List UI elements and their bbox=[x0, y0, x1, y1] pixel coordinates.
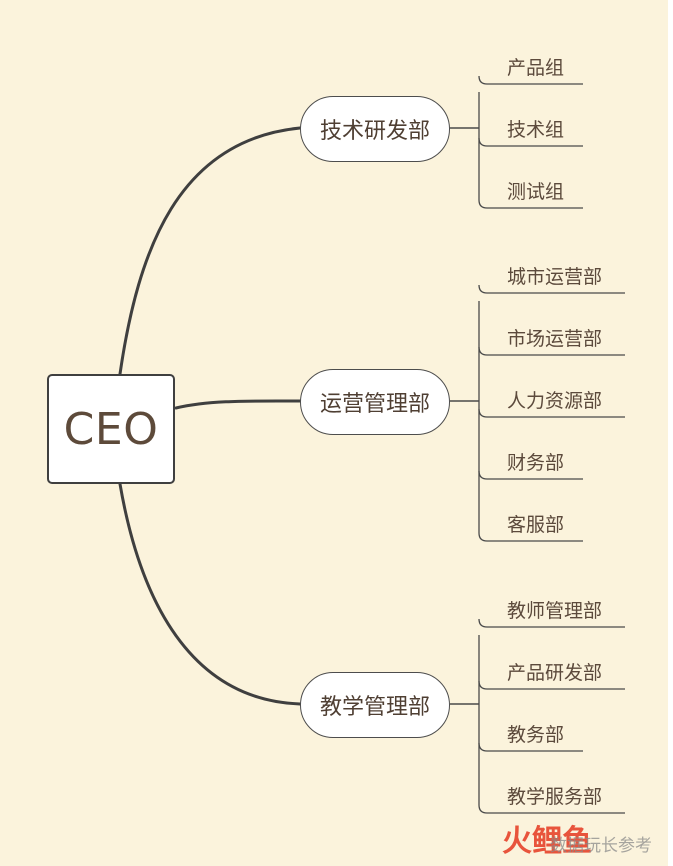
team-label[interactable]: 人力资源部 bbox=[507, 390, 603, 412]
leaf-underline bbox=[478, 804, 625, 814]
leaf-underline bbox=[478, 284, 625, 294]
dept-node-teaching[interactable]: 教学管理部 bbox=[300, 672, 450, 738]
connector-ceo-teaching bbox=[118, 482, 302, 706]
watermark-text: 数据玩长参考 bbox=[550, 836, 652, 856]
team-label[interactable]: 财务部 bbox=[507, 452, 565, 474]
connector-ceo-tech bbox=[118, 126, 302, 376]
leaf-underline bbox=[478, 199, 583, 209]
leaf-underline bbox=[478, 408, 625, 418]
leaf-underline bbox=[478, 75, 583, 85]
team-label[interactable]: 教师管理部 bbox=[507, 600, 603, 622]
leaf-underline bbox=[478, 137, 583, 147]
leaf-underline bbox=[478, 618, 625, 628]
leaf-underline bbox=[478, 532, 583, 542]
watermark-logo: 火鲤鱼 bbox=[502, 824, 592, 859]
dept-label: 教学管理部 bbox=[319, 695, 430, 720]
ceo-node[interactable]: CEO bbox=[47, 374, 175, 484]
team-label[interactable]: 技术组 bbox=[507, 119, 565, 141]
ceo-label: CEO bbox=[63, 403, 159, 455]
dept-node-operations[interactable]: 运营管理部 bbox=[300, 369, 450, 435]
connector-ceo-operations bbox=[174, 399, 302, 410]
leaf-underline bbox=[478, 470, 583, 480]
dept-label: 技术研发部 bbox=[319, 119, 430, 144]
team-label[interactable]: 产品组 bbox=[507, 57, 565, 79]
team-label[interactable]: 教学服务部 bbox=[507, 786, 603, 808]
team-label[interactable]: 城市运营部 bbox=[507, 266, 603, 288]
right-edge-strip bbox=[668, 0, 673, 866]
team-label[interactable]: 测试组 bbox=[507, 181, 565, 203]
team-label[interactable]: 市场运营部 bbox=[507, 328, 603, 350]
team-label[interactable]: 客服部 bbox=[507, 514, 565, 536]
leaf-underline bbox=[478, 742, 583, 752]
leaf-underline bbox=[478, 346, 625, 356]
watermark: 火鲤鱼 数据玩长参考 bbox=[502, 822, 668, 862]
dept-node-tech[interactable]: 技术研发部 bbox=[300, 96, 450, 162]
leaf-underline bbox=[478, 680, 625, 690]
dept-label: 运营管理部 bbox=[319, 392, 430, 417]
team-label[interactable]: 产品研发部 bbox=[507, 662, 603, 684]
team-label[interactable]: 教务部 bbox=[507, 724, 565, 746]
